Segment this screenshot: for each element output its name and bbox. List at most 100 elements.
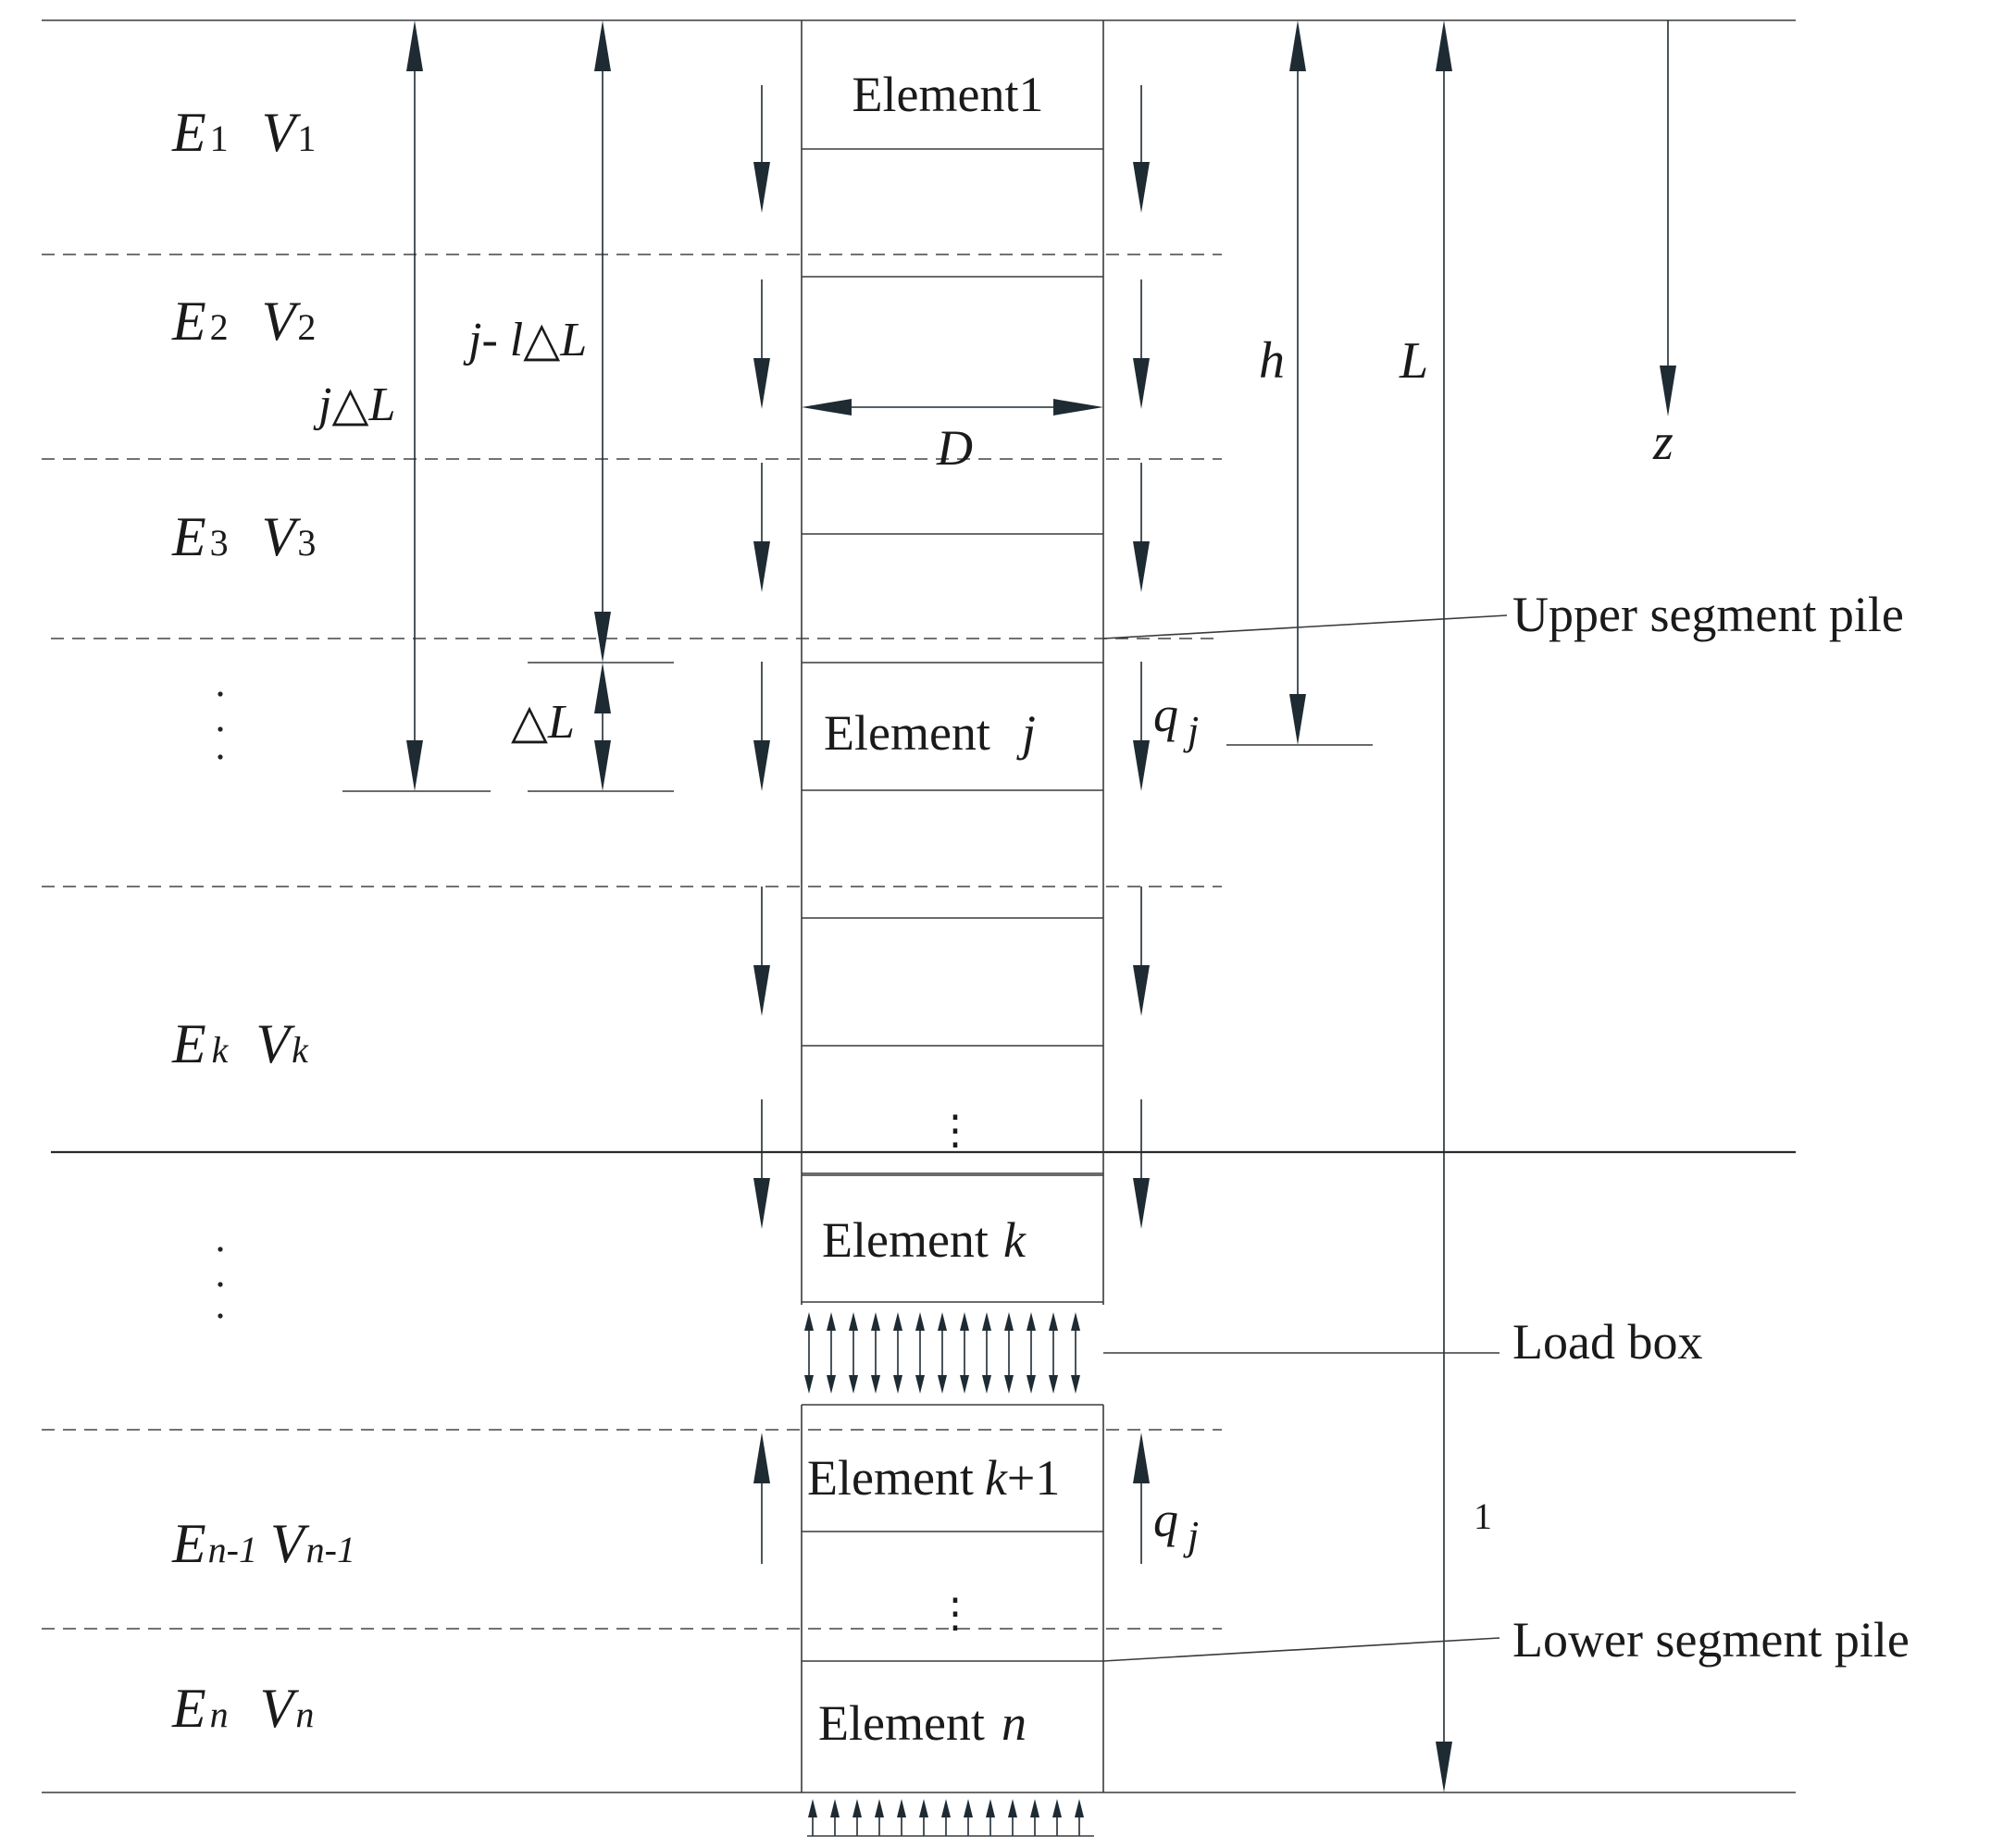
base-resistance-arrow-up [986, 1799, 995, 1836]
load-box-arrow-down [1004, 1353, 1014, 1394]
base-resistance-arrow-up [1008, 1799, 1017, 1836]
one-label: 1 [1474, 1495, 1492, 1537]
load-box-arrow-up [960, 1312, 969, 1353]
j-dL-dimension [342, 20, 491, 792]
load-box-arrow-up [915, 1312, 925, 1353]
base-resistance-arrow-up [964, 1799, 973, 1836]
j-dL-arrowhead-top [406, 20, 423, 71]
load-box-arrow-up [1071, 1312, 1080, 1353]
h-arrowhead-top [1289, 20, 1306, 71]
base-resistance-arrow-up [1052, 1799, 1062, 1836]
j1-dL-dimension [594, 20, 611, 663]
load-box-arrow-down [827, 1353, 836, 1394]
dL-arrowhead-bottom [594, 740, 611, 791]
load-box-arrow-up [827, 1312, 836, 1353]
load-box-arrow-down [871, 1353, 880, 1394]
base-resistance-arrow-up [830, 1799, 840, 1836]
lower-segment-pile-label: Lower segment pile [1512, 1612, 1910, 1668]
base-resistance-arrow-up [1075, 1799, 1084, 1836]
base-resistance-arrow-up [875, 1799, 884, 1836]
pile-ellipsis-lower: ⋮ [935, 1591, 976, 1636]
diameter-arrowhead-left [802, 399, 852, 415]
j1-dL-arrowhead-bottom [594, 612, 611, 663]
diameter-arrowhead-right [1053, 399, 1103, 415]
load-box-arrow-down [804, 1353, 814, 1394]
left-ellipsis-lower [218, 1246, 223, 1319]
j-dL-label: j△L [313, 378, 395, 431]
layer-boundaries [42, 254, 1222, 1630]
diameter-dimension [802, 399, 1103, 415]
friction-arrow-right-up [1133, 1433, 1150, 1564]
dL-label: △L [511, 696, 575, 749]
lower-segment-leader [1102, 1637, 1500, 1662]
load-box-arrow-up [849, 1312, 858, 1353]
load-box-arrow-up [804, 1312, 814, 1353]
lower-pile [801, 1404, 1104, 1792]
j1-dL-arrowhead-top [594, 20, 611, 71]
load-box-arrow-down [938, 1353, 947, 1394]
friction-arrow-left-down [753, 662, 770, 791]
friction-arrow-right-down [1133, 279, 1150, 409]
dL-dimension [528, 662, 674, 792]
friction-arrow-right-down [1133, 1099, 1150, 1229]
friction-arrow-left-down [753, 279, 770, 409]
friction-arrow-left-down [753, 85, 770, 213]
friction-arrow-right-down [1133, 463, 1150, 592]
load-box-arrow-up [1004, 1312, 1014, 1353]
L-label: L [1399, 332, 1428, 390]
z-label: z [1652, 414, 1674, 471]
base-resistance-arrow-up [941, 1799, 951, 1836]
element-1-label: Element1 [852, 67, 1044, 122]
load-box-arrow-up [982, 1312, 991, 1353]
D-label: D [936, 420, 973, 476]
friction-arrow-left-down [753, 463, 770, 592]
side-friction-arrows [753, 85, 1150, 1564]
base-resistance-arrow-up [808, 1799, 817, 1836]
left-ellipsis-upper [218, 691, 223, 760]
upper-segment-pile-label: Upper segment pile [1512, 587, 1904, 642]
z-axis-arrowhead [1660, 366, 1676, 416]
upper-segment-leader [1102, 614, 1508, 639]
load-box-arrows [804, 1312, 1080, 1394]
friction-arrow-right-down [1133, 662, 1150, 791]
L-dimension [1436, 20, 1452, 1792]
friction-arrow-left-down [753, 1099, 770, 1229]
L-arrowhead-bottom [1436, 1742, 1452, 1792]
load-box-arrow-up [1027, 1312, 1036, 1353]
base-resistance-arrow-up [897, 1799, 906, 1836]
load-box-arrow-down [982, 1353, 991, 1394]
h-dimension [1226, 20, 1373, 746]
base-resistance-arrow-up [919, 1799, 928, 1836]
L-arrowhead-top [1436, 20, 1452, 71]
friction-arrow-left-up [753, 1433, 770, 1564]
base-resistance-arrow-up [1030, 1799, 1039, 1836]
friction-arrow-right-down [1133, 85, 1150, 213]
load-box-label: Load box [1512, 1314, 1702, 1370]
load-box-arrow-up [871, 1312, 880, 1353]
base-resistance-arrows [808, 1799, 1084, 1836]
load-box-arrow-down [1071, 1353, 1080, 1394]
load-box-arrow-up [938, 1312, 947, 1353]
dL-arrowhead-top [594, 663, 611, 713]
load-box-arrow-down [960, 1353, 969, 1394]
base-resistance-arrow-up [852, 1799, 862, 1836]
load-box-arrow-down [893, 1353, 902, 1394]
load-box-arrow-down [1049, 1353, 1058, 1394]
load-box-arrow-up [893, 1312, 902, 1353]
load-box-arrow-up [1049, 1312, 1058, 1353]
load-box-arrow-down [1027, 1353, 1036, 1394]
